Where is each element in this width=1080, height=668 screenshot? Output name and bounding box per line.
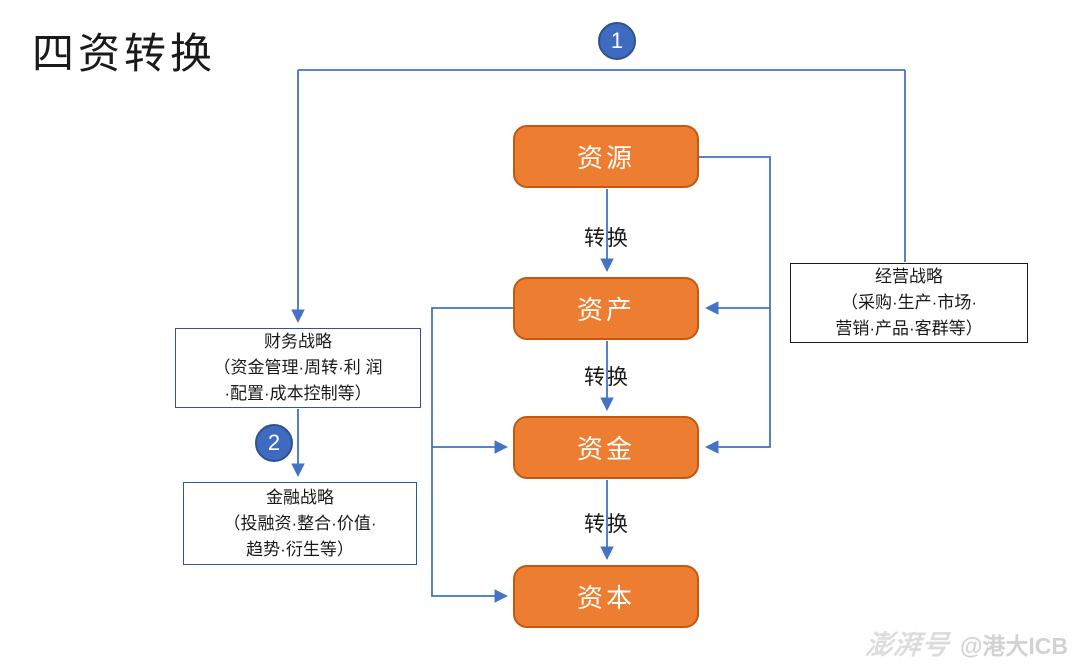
node-fund-label: 资金 — [576, 434, 635, 464]
node-capital: 资本 — [513, 565, 699, 628]
financial-strategy-title: 金融战略 — [266, 487, 334, 507]
transform-label-2: 转换 — [584, 366, 630, 389]
step-badge-1: 1 — [598, 22, 636, 60]
page-title: 四资转换 — [32, 30, 217, 77]
finance-strategy-box: 财务战略 （资金管理·周转·利 润 ·配置·成本控制等） — [175, 328, 421, 408]
finance-strategy-line2: （资金管理·周转·利 润 — [213, 358, 383, 377]
connector-asset-left-branch — [431, 307, 513, 603]
watermark-brand-logo: 澎湃号 — [864, 630, 952, 660]
node-asset: 资产 — [513, 277, 699, 340]
node-fund: 资金 — [513, 416, 699, 479]
business-strategy-line3: 营销·产品·客群等） — [835, 319, 983, 338]
connector-resource-right-branch — [699, 156, 771, 454]
financial-strategy-line2: （投融资·整合·价值· — [223, 513, 377, 533]
node-resource-label: 资源 — [576, 143, 635, 173]
finance-strategy-title: 财务战略 — [264, 332, 332, 351]
watermark: 澎湃号 @港大ICB — [864, 623, 1068, 662]
business-strategy-box: 经营战略 （采购·生产·市场· 营销·产品·客群等） — [790, 263, 1028, 343]
transform-label-1: 转换 — [584, 227, 630, 250]
transform-label-3: 转换 — [584, 513, 630, 536]
watermark-handle: @港大ICB — [959, 633, 1068, 659]
node-asset-label: 资产 — [576, 295, 635, 325]
financial-strategy-box: 金融战略 （投融资·整合·价值· 趋势·衍生等） — [183, 482, 417, 565]
finance-strategy-line3: ·配置·成本控制等） — [224, 384, 372, 403]
business-strategy-title: 经营战略 — [875, 267, 943, 286]
step-badge-1-number: 1 — [610, 28, 624, 53]
step-badge-2-number: 2 — [267, 430, 281, 455]
node-capital-label: 资本 — [576, 583, 635, 613]
financial-strategy-line3: 趋势·衍生等） — [246, 539, 354, 559]
step-badge-2: 2 — [255, 424, 293, 462]
node-resource: 资源 — [513, 125, 699, 188]
business-strategy-line2: （采购·生产·市场· — [841, 293, 977, 312]
